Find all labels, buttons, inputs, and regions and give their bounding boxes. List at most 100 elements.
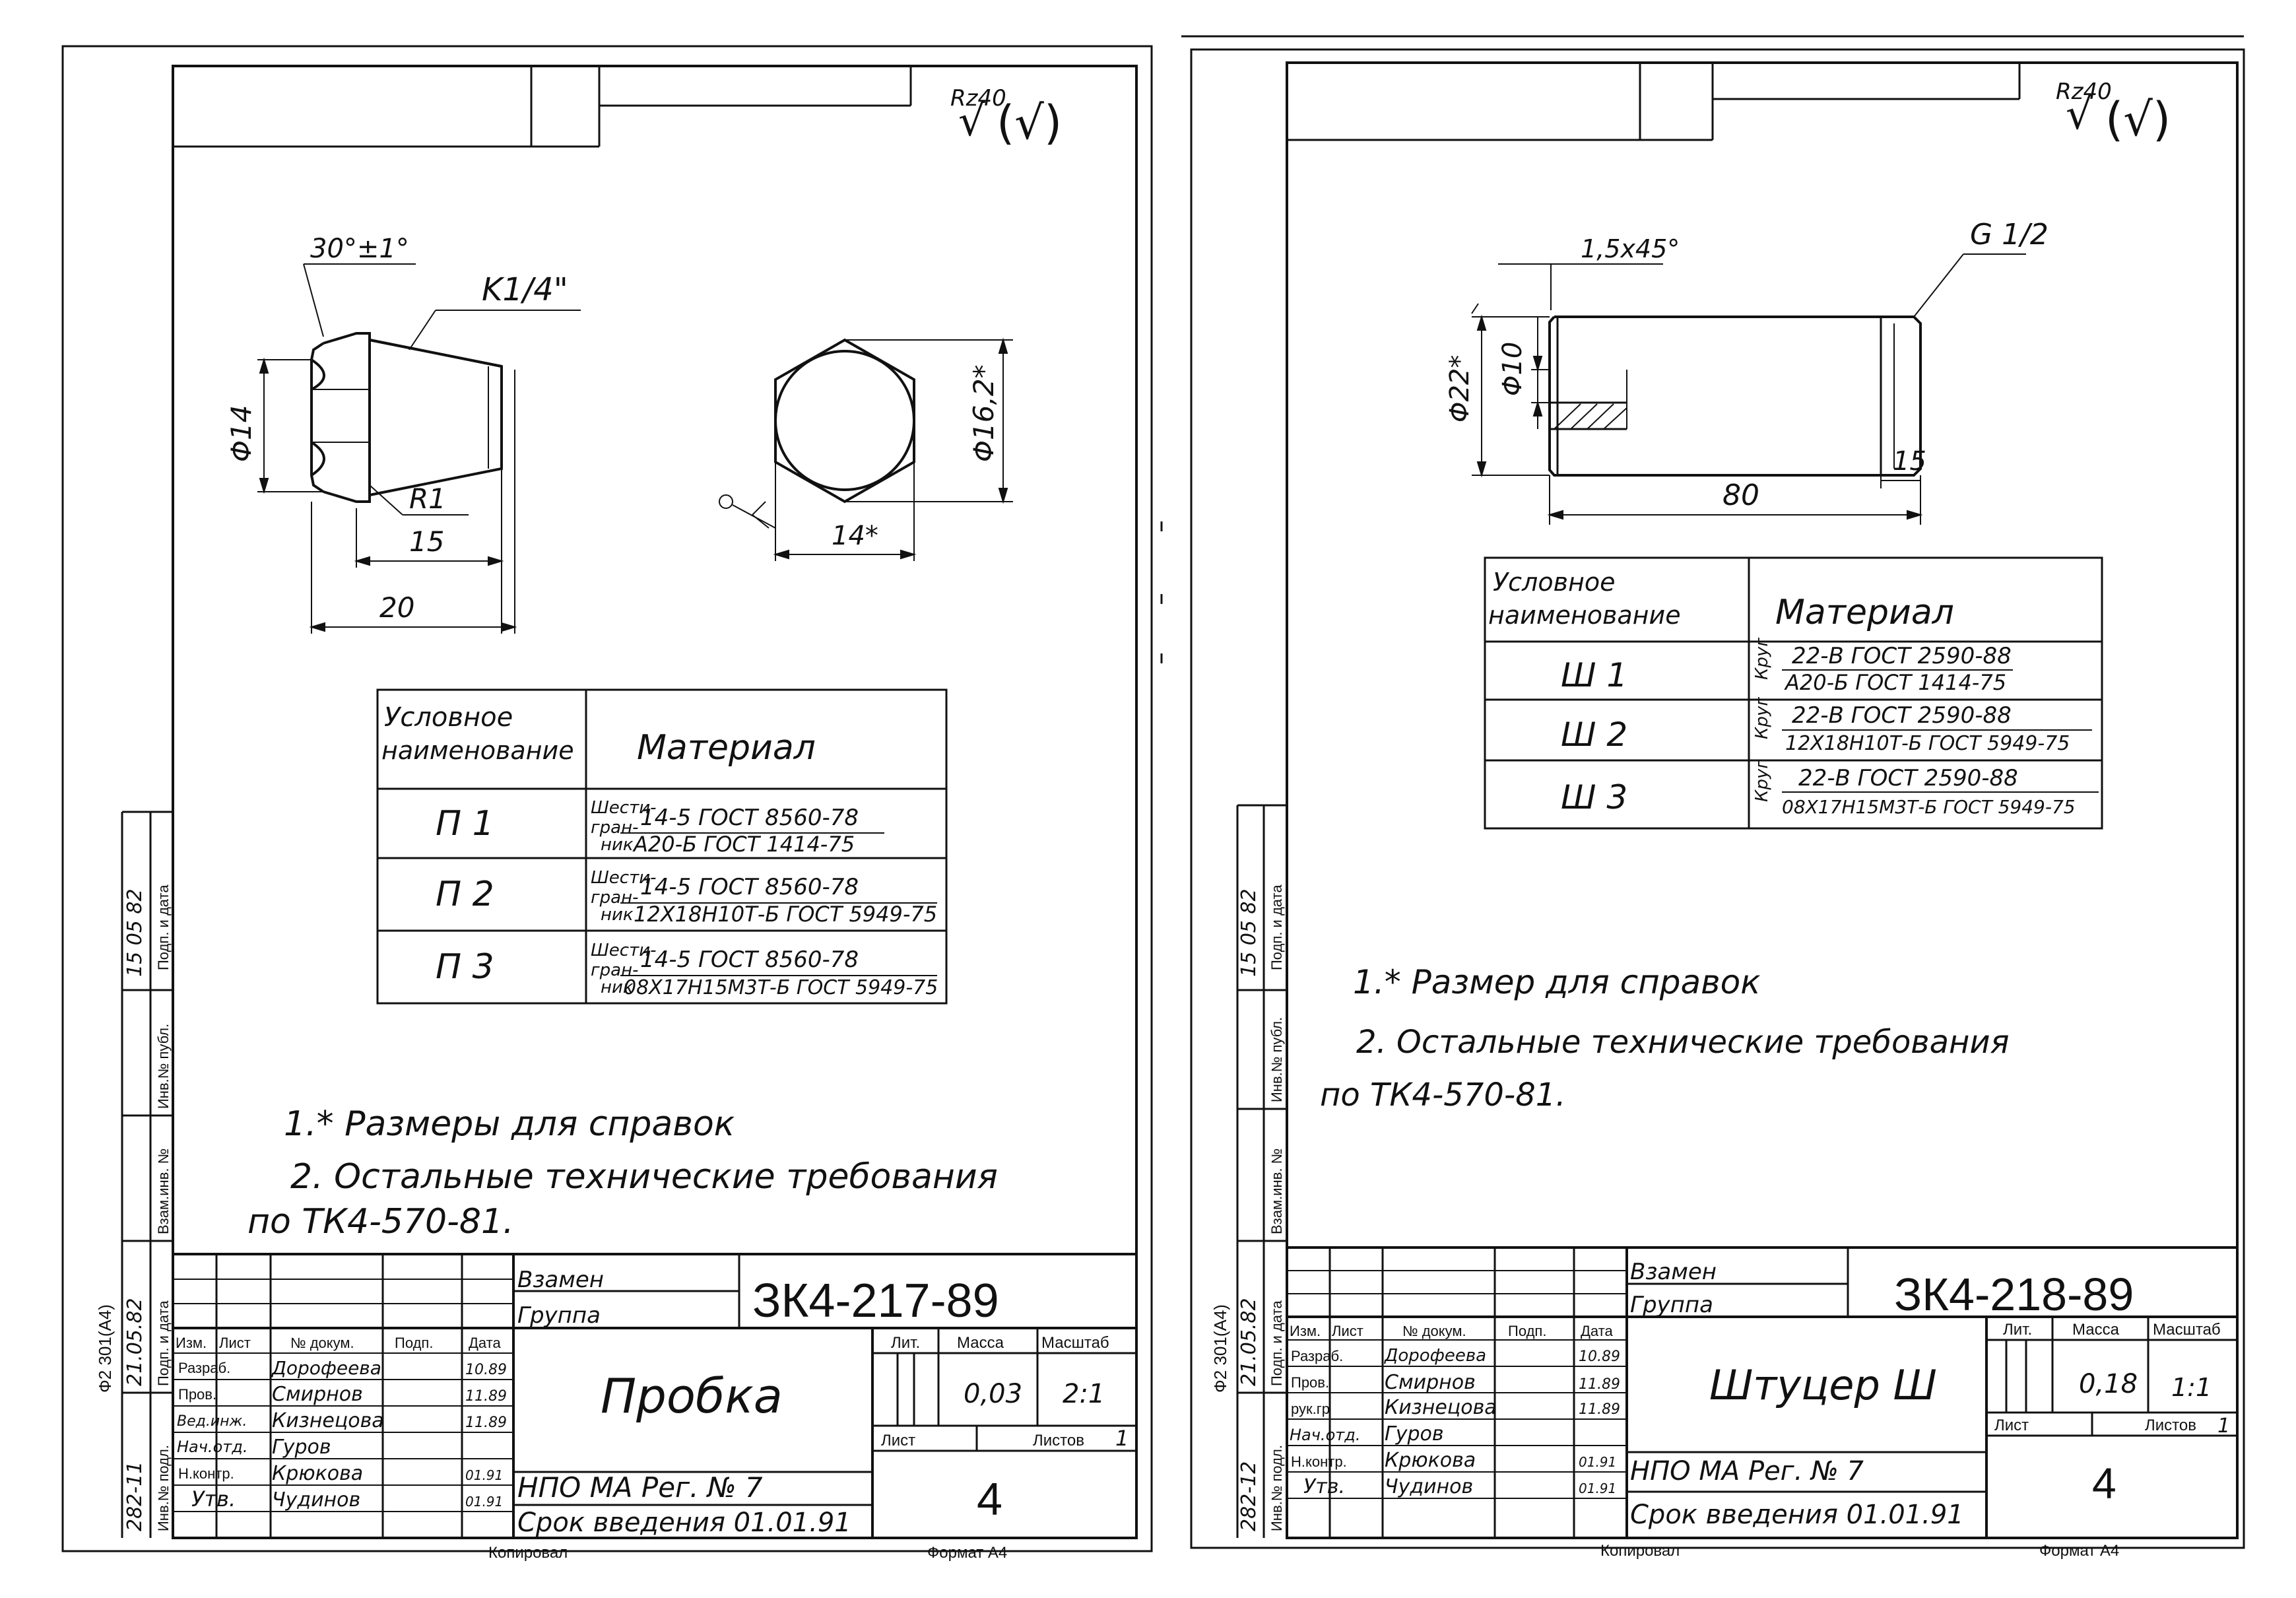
right-tb-date-6: 01.91 [1579,1481,1616,1496]
left-side-view-dimensions [257,264,581,634]
right-side-label-2: Инв.№ публ. [1268,1017,1285,1102]
right-tb-role-1: Разраб. [1291,1348,1343,1364]
left-tb-hdr-podp: Подп. [395,1335,433,1351]
left-tb-role-2: Пров. [178,1386,216,1403]
left-tb-role-1: Разраб. [178,1360,230,1376]
right-row2-name: Ш 2 [1561,716,1627,754]
left-dim-angle: 30°±1° [310,234,409,264]
right-tb-date-1: 10.89 [1579,1348,1620,1365]
right-roughness-paren: (√) [2105,92,2171,147]
left-roughness-check: √ [958,97,985,146]
right-dim-chamfer: 1,5х45° [1581,234,1680,263]
right-material-table [1485,558,2102,828]
left-tb-date-3: 11.89 [465,1415,507,1431]
left-drawing-sheet [63,46,1152,1551]
left-tb-date-6: 01.91 [465,1494,503,1510]
left-dim-radius: R1 [409,483,446,515]
right-table-header-material: Материал [1775,593,1954,632]
right-row2-line1: 22-В ГОСТ 2590-88 [1792,702,2012,729]
left-note-3: по ТК4-570-81. [247,1202,514,1242]
right-tb-listov-value: 1 [2217,1415,2230,1438]
right-note-2: 2. Остальные технические требования [1356,1024,2009,1061]
right-drawing-sheet [1181,36,2244,1548]
left-kopiroval: Копировал [488,1544,568,1562]
left-tb-listov: Листов [1033,1432,1084,1449]
left-tb-vzamen: Взамен [517,1267,604,1293]
left-table-header-name-1: Условное [384,702,513,733]
right-row2-prefix: Круг [1752,697,1772,739]
left-tb-hdr-list: Лист [219,1335,251,1351]
left-row2-prefix-c: ник [601,905,634,925]
right-tb-role-3: рук.гр [1291,1401,1330,1417]
left-row1-prefix-a: Шести- [591,798,657,818]
right-row3-name: Ш 3 [1561,778,1627,816]
left-tb-person-4: Гуров [272,1436,331,1459]
left-tb-hdr-data: Дата [469,1335,501,1351]
right-tb-masshtab: Масштаб [2153,1321,2221,1339]
left-row2-prefix-b: гран- [591,888,638,908]
left-tb-role-5: Н.контр. [178,1465,234,1482]
right-tb-name: Штуцер Ш [1709,1361,1937,1409]
right-tb-lit: Лит. [2003,1321,2032,1339]
left-tb-date: Срок введения 01.01.91 [517,1508,851,1538]
right-row3-line2: 08Х17Н15М3Т-Б ГОСТ 5949-75 [1782,796,2076,818]
right-tb-gruppa: Группа [1630,1292,1713,1318]
left-side-format-code: Ф2 301(А4) [95,1304,115,1393]
left-table-header-name-2: наименование [381,736,574,765]
left-tb-person-6: Чудинов [272,1488,360,1512]
right-dim-dia22: Φ22* [1445,355,1475,422]
left-roughness-rz: Rz40 [950,85,1006,112]
left-side-sig2: 21.05.82 [123,1298,147,1386]
left-plug-side-view [312,333,502,502]
right-sheet-border [1191,50,2244,1548]
right-tb-role-2: Пров. [1291,1374,1329,1391]
right-tb-role-5: Н.контр. [1291,1453,1347,1470]
right-tb-person-6: Чудинов [1385,1475,1473,1498]
left-dim-dia-hex: Φ16,2* [968,364,1000,462]
left-title-block [173,1254,1136,1538]
left-tb-sheet-value: 4 [977,1473,1002,1525]
right-tb-person-2: Смирнов [1385,1371,1476,1394]
right-side-label-4: Подп. и дата [1268,1300,1285,1386]
left-tb-name: Пробка [601,1368,783,1424]
right-tb-scale-value: 1:1 [2171,1373,2212,1402]
right-tb-person-5: Крюкова [1385,1449,1476,1472]
right-side-label-3: Взам.инв. № [1268,1149,1285,1234]
right-tb-org: НПО МА Рег. № 7 [1630,1456,1864,1486]
right-row3-prefix: Круг [1752,760,1772,802]
left-tb-gruppa: Группа [517,1302,601,1329]
left-row2-line1: 14-5 ГОСТ 8560-78 [640,874,859,900]
left-row3-name: П 3 [436,947,494,987]
left-tb-doc-number: ЗК4-217-89 [752,1275,999,1327]
right-side-label-1: Подп. и дата [1268,884,1285,970]
left-sheet-border [63,46,1152,1551]
left-row1-prefix-b: гран- [591,818,638,838]
left-hex-dimensions [719,340,1013,561]
left-tb-hdr-doc: № докум. [290,1335,354,1351]
left-tb-person-5: Крюкова [272,1462,363,1485]
right-side-sig1: 15 05 82 [1237,888,1261,977]
left-tb-role-6: Утв. [191,1486,236,1512]
left-tb-mass-value: 0,03 [964,1379,1022,1409]
right-tb-date-5: 01.91 [1579,1454,1616,1470]
right-side-label-5: Инв.№ подл. [1268,1445,1285,1531]
right-tb-person-1: Дорофеева [1384,1346,1486,1366]
right-roughness-rz: Rz40 [2056,79,2112,105]
right-note-1: 1.* Размер для справок [1353,963,1760,1001]
left-tb-masshtab: Масштаб [1041,1334,1109,1352]
left-tb-org: НПО МА Рег. № 7 [517,1471,763,1504]
right-tb-person-4: Гуров [1385,1422,1444,1446]
right-row1-line1: 22-В ГОСТ 2590-88 [1792,643,2012,669]
right-tb-hdr-list: Лист [1332,1323,1363,1339]
left-tb-date-5: 01.91 [465,1467,503,1483]
right-hatch [1554,404,1627,429]
left-tb-role-4: Нач.отд. [177,1438,247,1456]
left-format: Формат А4 [927,1544,1007,1562]
right-fitting-dimensions [1472,254,2026,525]
right-table-header-name-2: наименование [1488,601,1681,630]
right-dim-len80: 80 [1722,479,1759,512]
left-tb-hdr-izm: Изм. [176,1335,207,1351]
left-dim-across-flats: 14* [832,521,878,551]
left-row2-line2: 12Х18Н10Т-Б ГОСТ 5949-75 [634,902,937,927]
